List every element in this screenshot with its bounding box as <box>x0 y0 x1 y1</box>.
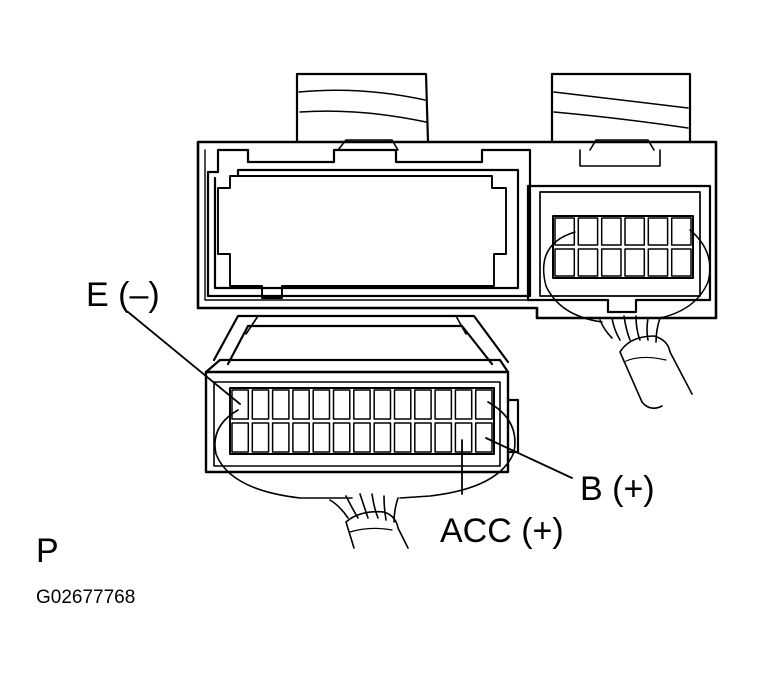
pin-cavity <box>474 389 493 420</box>
wire-harness <box>329 493 409 549</box>
pin-cavity <box>393 389 412 420</box>
pin-cavity <box>434 422 453 453</box>
pin-cavity <box>624 248 646 277</box>
pin-cavity <box>373 422 392 453</box>
pin-cavity <box>414 389 432 420</box>
pin-cavity <box>577 217 599 246</box>
pin-cavity <box>251 389 270 420</box>
pin-cavity <box>373 389 392 420</box>
small-wire-harness <box>599 315 693 410</box>
upper-housing <box>196 72 718 323</box>
pin-cavity <box>231 389 250 420</box>
lower-connector <box>204 314 520 499</box>
pin-cavity <box>414 422 432 453</box>
pin-cavity <box>271 389 290 420</box>
pin-cavity <box>600 248 622 277</box>
pin-cavity <box>312 422 331 453</box>
pin-cavity <box>624 217 646 246</box>
pin-cavity <box>271 422 290 453</box>
pin-cavity <box>434 389 453 420</box>
pin-cavity <box>251 422 270 453</box>
pin-cavity <box>600 217 622 246</box>
pin-cavity <box>353 389 371 420</box>
pin-cavity <box>353 422 371 453</box>
pin-cavity <box>454 389 473 420</box>
pin-cavity <box>292 389 310 420</box>
pin-cavity <box>332 422 351 453</box>
label-accessory: ACC (+) <box>440 512 564 550</box>
pin-cavity <box>647 217 669 246</box>
leader-lines <box>127 311 573 495</box>
label-ground: E (–) <box>86 276 160 314</box>
pin-cavity <box>393 422 412 453</box>
figure-code: G02677768 <box>36 587 135 608</box>
pin-cavity <box>292 422 310 453</box>
pin-cavity <box>647 248 669 277</box>
leader-battery <box>485 437 573 479</box>
leader-ground <box>127 311 241 405</box>
pin-cavity <box>474 422 493 453</box>
pin-cavity <box>231 422 250 453</box>
view-letter: P <box>36 532 59 570</box>
pin-cavity <box>332 389 351 420</box>
pin-cavity <box>670 248 692 277</box>
pin-cavity <box>577 248 599 277</box>
pin-cavity <box>554 248 576 277</box>
pin-cavity <box>454 422 473 453</box>
pin-cavity <box>312 389 331 420</box>
pin-cavity <box>670 217 692 246</box>
label-battery: B (+) <box>580 470 655 508</box>
